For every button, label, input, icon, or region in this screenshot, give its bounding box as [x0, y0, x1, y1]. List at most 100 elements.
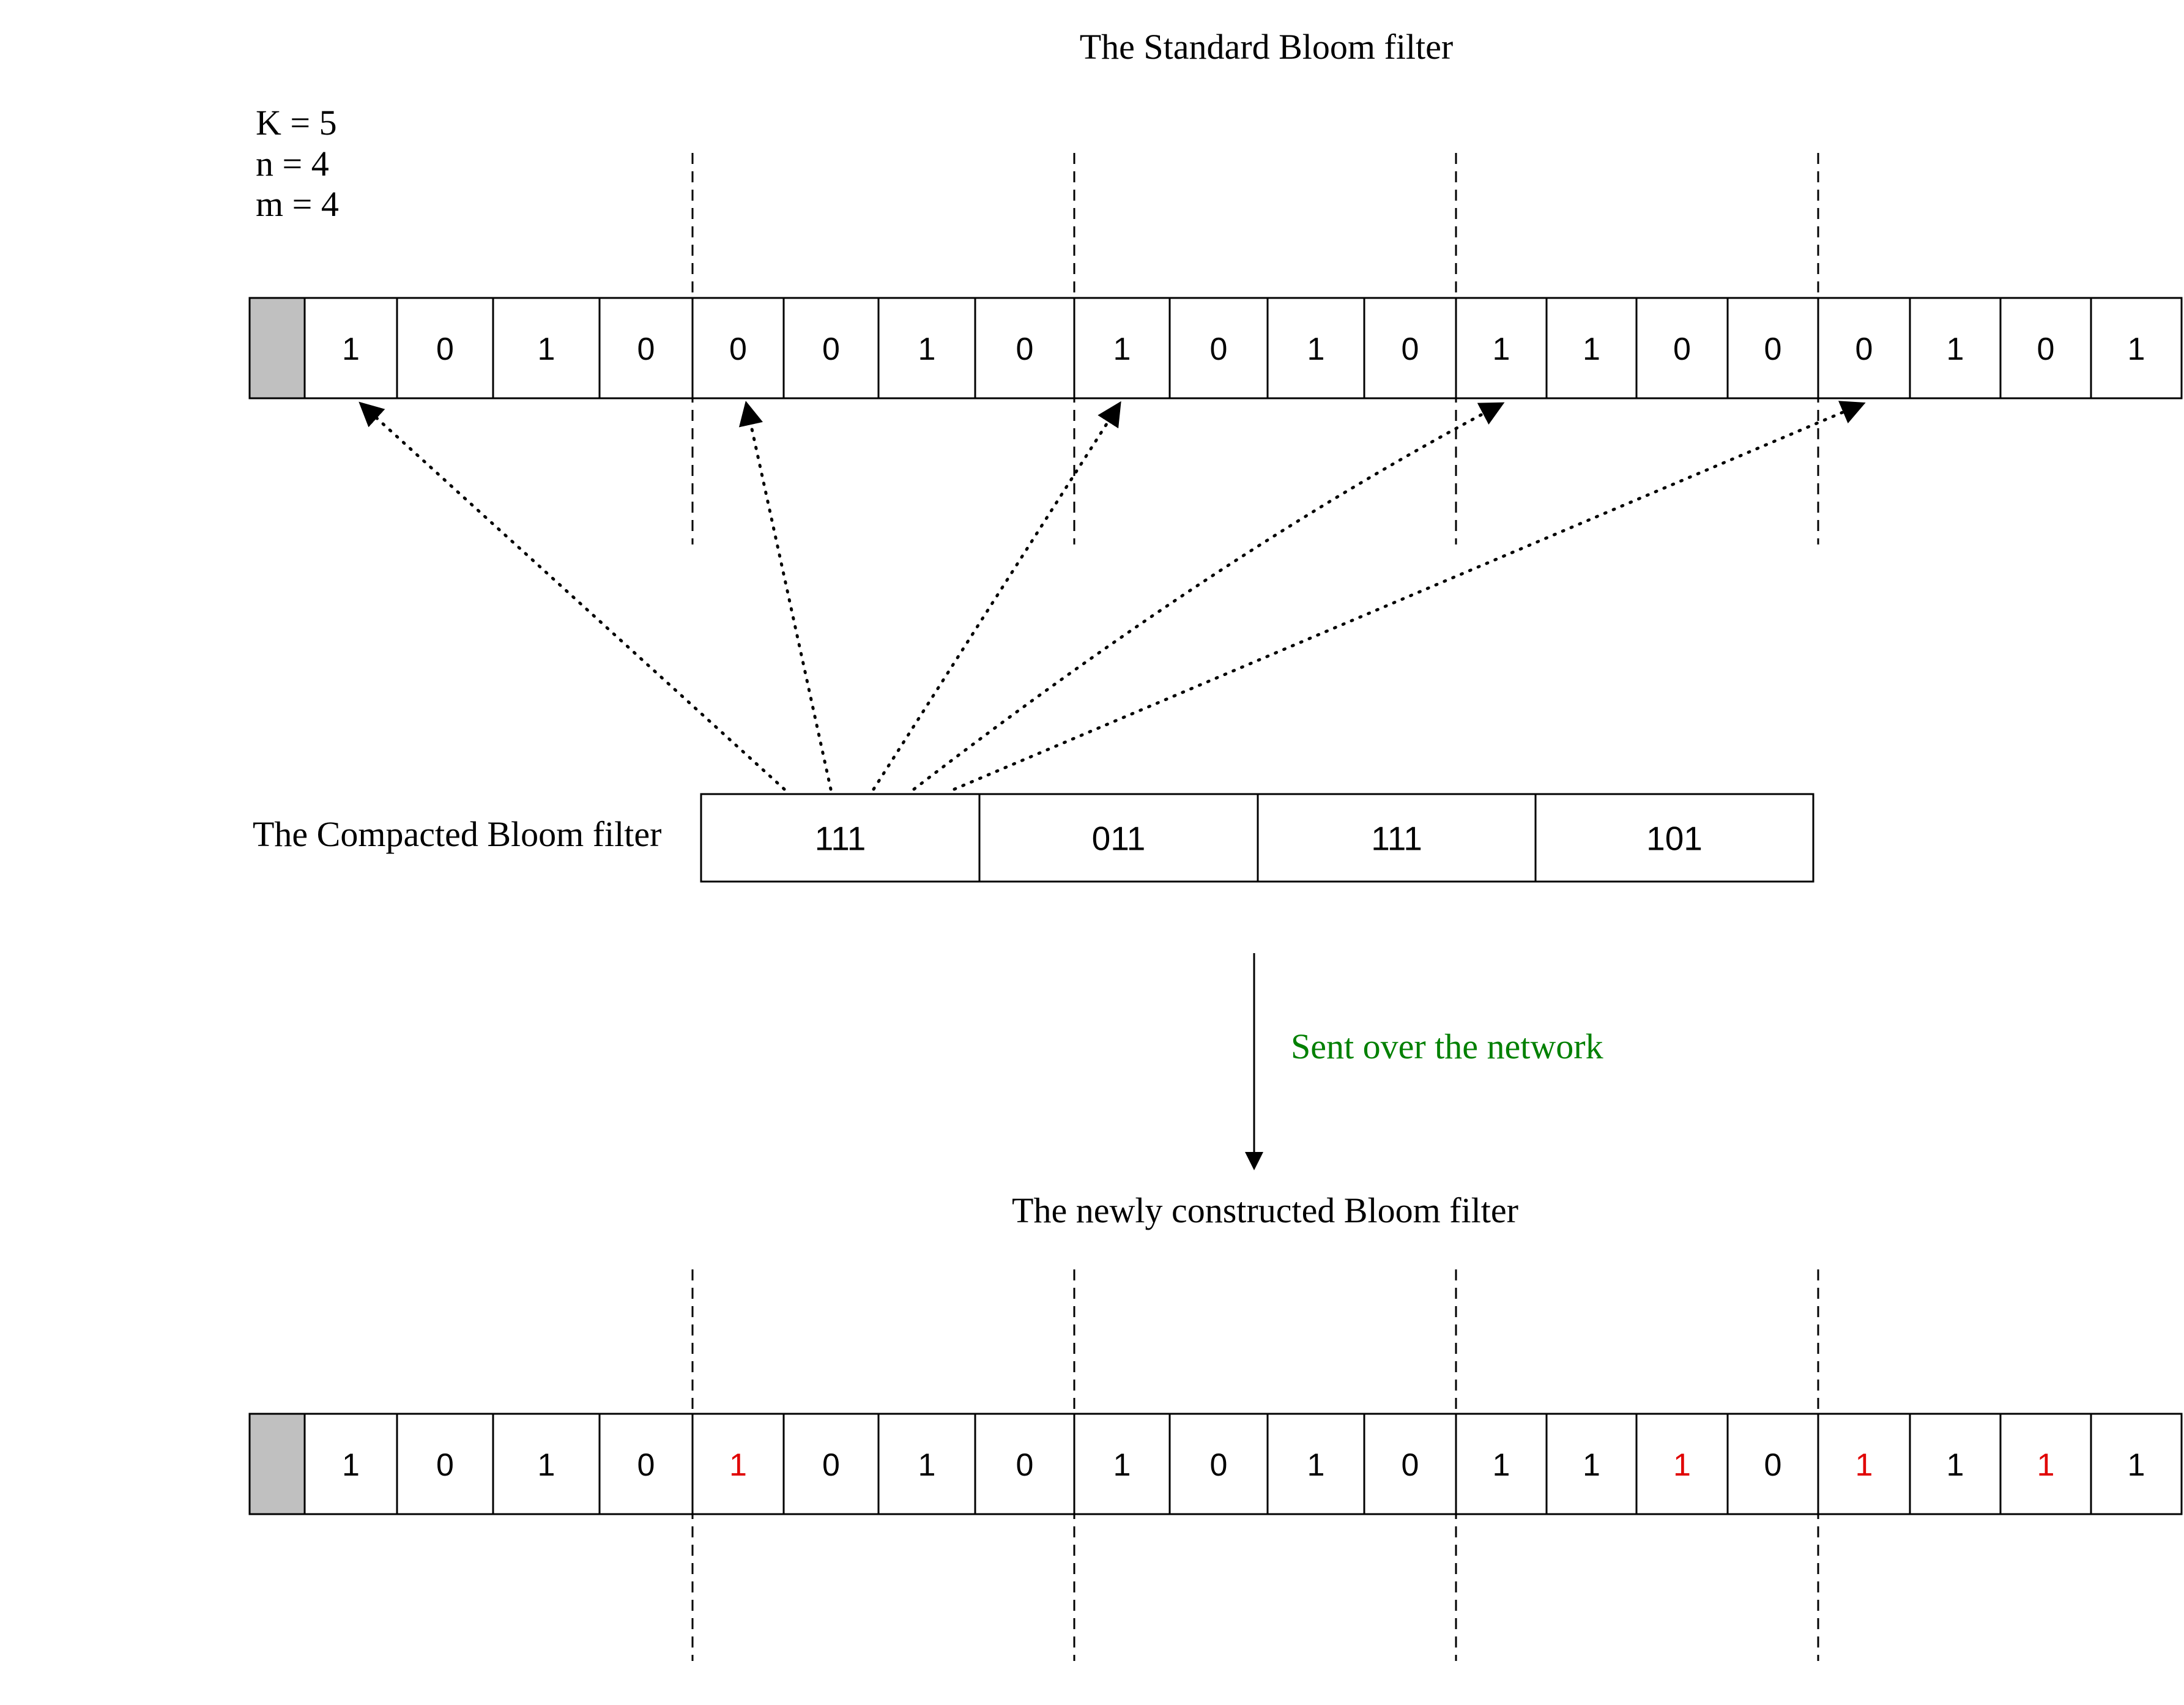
bit-cell — [396, 1413, 494, 1515]
bit-cell — [1817, 297, 1911, 399]
bit-value-changed: 1 — [1855, 1447, 1873, 1483]
bit-cell — [974, 1413, 1075, 1515]
bit-cell — [782, 1413, 880, 1515]
compacted-cell — [1257, 793, 1537, 883]
bit-value: 0 — [1210, 1447, 1228, 1483]
padding-cell — [248, 297, 306, 399]
compacted-value: 111 — [815, 820, 866, 858]
bit-value: 1 — [1113, 1447, 1131, 1483]
param-m: m = 4 — [256, 184, 339, 224]
bit-value: 0 — [729, 332, 747, 367]
bit-value: 0 — [822, 1447, 840, 1483]
bit-cell — [1168, 297, 1269, 399]
param-n: n = 4 — [256, 144, 329, 184]
compacted-filter-label: The Compacted Bloom filter — [253, 814, 661, 854]
mapping-arrow — [872, 401, 1121, 791]
bit-cell — [1909, 1413, 2002, 1515]
bit-cell — [877, 1413, 976, 1515]
bit-value-changed: 1 — [1673, 1447, 1691, 1483]
bit-cell — [303, 1413, 398, 1515]
bit-cell — [1455, 297, 1548, 399]
bit-value: 1 — [538, 1447, 555, 1483]
bit-cell — [1266, 1413, 1365, 1515]
bit-cell — [691, 297, 785, 399]
bit-value: 1 — [342, 1447, 360, 1483]
bit-value: 0 — [1855, 332, 1873, 367]
bit-value: 1 — [1583, 332, 1600, 367]
padding-cell — [248, 1413, 306, 1515]
bit-cell — [1909, 297, 2002, 399]
bit-value: 1 — [1493, 1447, 1510, 1483]
bit-value: 0 — [1764, 1447, 1782, 1483]
bit-value: 0 — [1016, 1447, 1034, 1483]
reconstructed-filter-title: The newly constructed Bloom filter — [1012, 1191, 1518, 1230]
bit-value: 1 — [918, 1447, 936, 1483]
bit-cell — [1073, 297, 1171, 399]
bit-cell — [303, 297, 398, 399]
bit-value-changed: 1 — [2037, 1447, 2055, 1483]
param-k: K = 5 — [256, 103, 337, 143]
bit-cell — [1168, 1413, 1269, 1515]
bit-cell — [691, 1413, 785, 1515]
bit-cell — [782, 297, 880, 399]
bit-value: 1 — [1947, 332, 1964, 367]
bit-cell — [396, 297, 494, 399]
bit-value: 0 — [436, 332, 454, 367]
bit-value-changed: 1 — [729, 1447, 747, 1483]
bit-value: 0 — [2037, 332, 2055, 367]
bit-value: 0 — [1764, 332, 1782, 367]
bit-cell — [974, 297, 1075, 399]
compacted-cell — [1534, 793, 1814, 883]
compacted-cell — [978, 793, 1259, 883]
reconstructed-block-separators — [691, 1269, 1819, 1661]
bit-cell — [877, 297, 976, 399]
mapping-arrow — [738, 401, 833, 791]
standard-filter-title: The Standard Bloom filter — [1080, 27, 1453, 67]
compacted-filter-array: 111 011 111 101 — [700, 793, 1814, 883]
bit-value: 0 — [637, 332, 655, 367]
mapping-arrows — [358, 401, 1866, 791]
bit-value: 0 — [1210, 332, 1228, 367]
mapping-arrow — [912, 402, 1505, 791]
bit-value: 1 — [1583, 1447, 1600, 1483]
network-label: Sent over the network — [1291, 1027, 1603, 1066]
compacted-value: 011 — [1092, 820, 1146, 858]
mapping-arrow — [358, 401, 786, 791]
bit-cell — [598, 1413, 694, 1515]
bit-value: 0 — [1402, 1447, 1419, 1483]
bit-cell — [1726, 1413, 1819, 1515]
bit-value: 1 — [2128, 332, 2145, 367]
bit-value: 0 — [1402, 332, 1419, 367]
bit-value: 1 — [1307, 332, 1325, 367]
bit-cell — [1726, 297, 1819, 399]
bit-cell — [1363, 297, 1457, 399]
bit-value: 1 — [918, 332, 936, 367]
bit-value: 1 — [1307, 1447, 1325, 1483]
bit-cell — [1999, 1413, 2092, 1515]
bit-cell — [1999, 297, 2092, 399]
compacted-cell — [700, 793, 981, 883]
bit-cell — [2090, 297, 2183, 399]
bit-cell — [1545, 1413, 1638, 1515]
mapping-arrow — [953, 401, 1866, 791]
compacted-value: 101 — [1646, 820, 1703, 858]
standard-block-separators — [691, 153, 1819, 544]
bit-value: 0 — [436, 1447, 454, 1483]
bit-value: 0 — [637, 1447, 655, 1483]
bit-cell — [1635, 1413, 1729, 1515]
compacted-value: 111 — [1371, 820, 1422, 858]
bit-value: 1 — [342, 332, 360, 367]
bit-cell — [1363, 1413, 1457, 1515]
bit-value: 1 — [2128, 1447, 2145, 1483]
bit-value: 1 — [538, 332, 555, 367]
bit-cell — [492, 1413, 601, 1515]
bit-value: 0 — [1673, 332, 1691, 367]
bit-cell — [1073, 1413, 1171, 1515]
bit-value: 0 — [822, 332, 840, 367]
bit-cell — [1817, 1413, 1911, 1515]
bit-value: 1 — [1493, 332, 1510, 367]
bit-cell — [492, 297, 601, 399]
